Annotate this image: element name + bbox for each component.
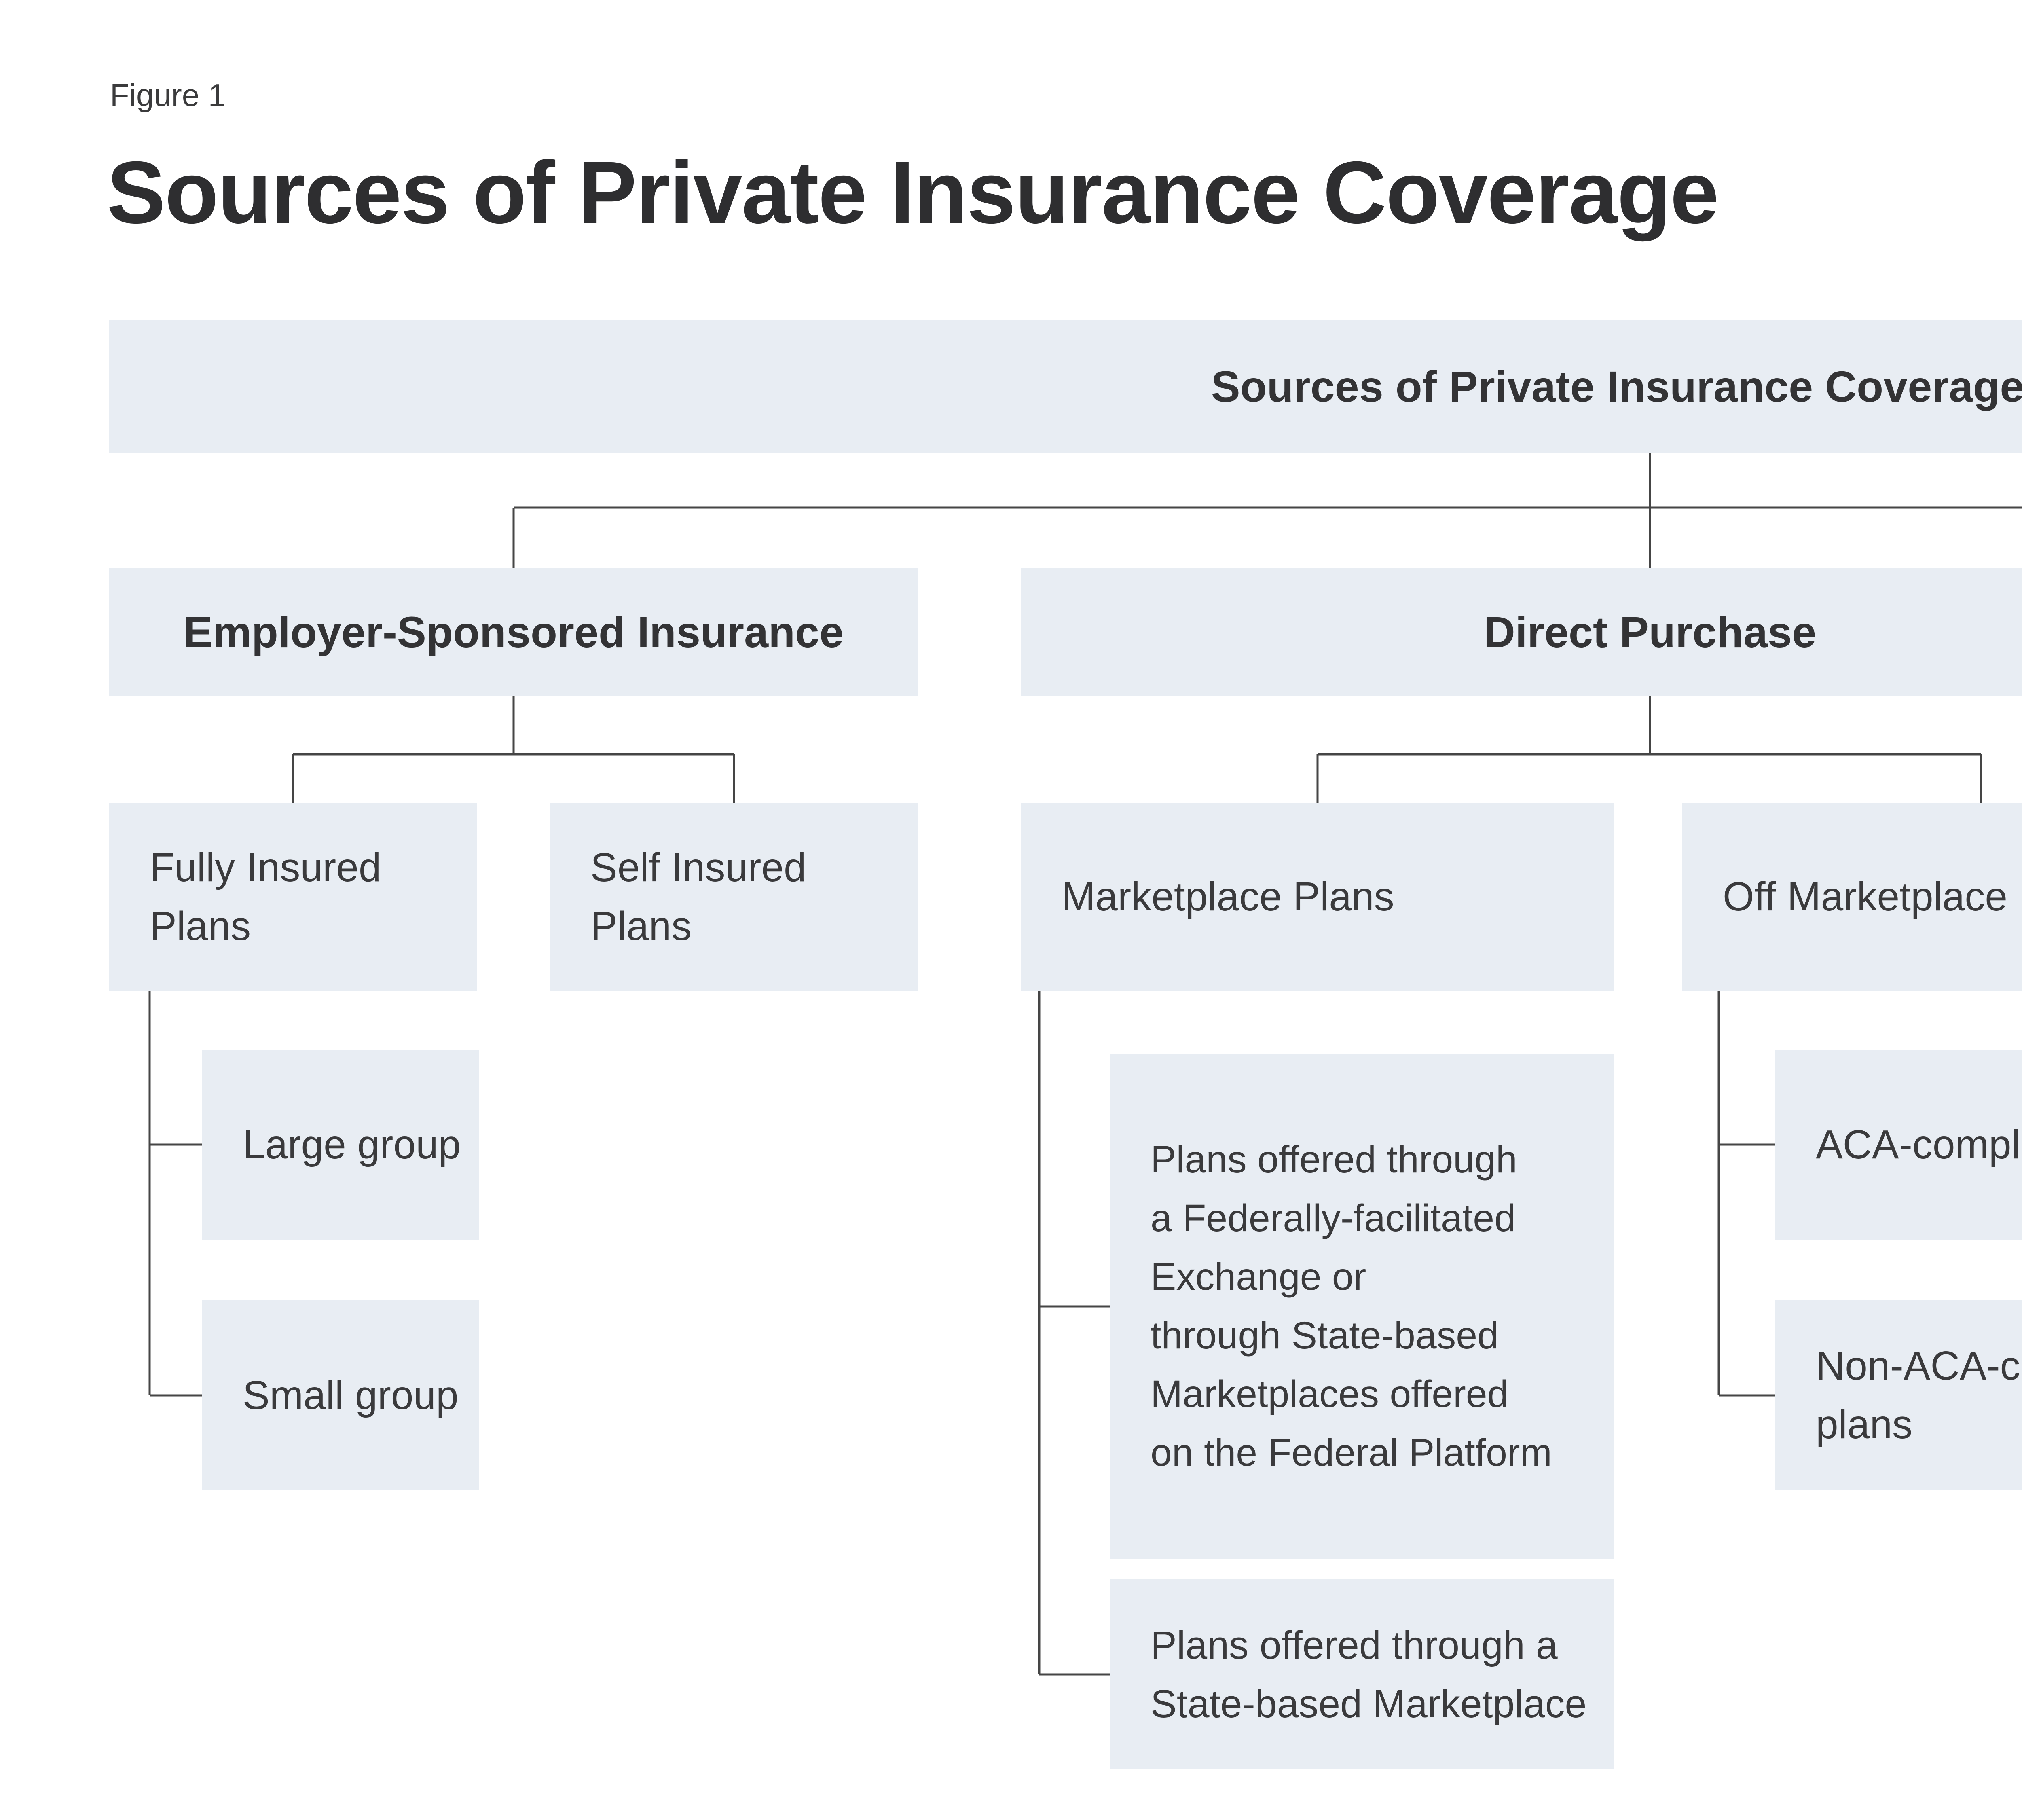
node-label-marketplace-plans: Marketplace Plans	[1062, 874, 1394, 919]
root-box-label: Sources of Private Insurance Coverage	[1211, 362, 2022, 411]
branch-box-direct-purchase: Direct Purchase	[1021, 568, 2022, 696]
root-box-sources-of-private-insurance: Sources of Private Insurance Coverage	[109, 320, 2022, 453]
node-label-non-aca-compliant-plans: Non-ACA-compliantplans	[1816, 1343, 2022, 1447]
node-label-large-group: Large group	[243, 1122, 461, 1167]
node-label-off-marketplace-plans: Off Marketplace Plans	[1723, 874, 2022, 919]
node-label-small-group: Small group	[243, 1372, 459, 1418]
figure-number-label: Figure 1	[110, 77, 226, 113]
node-box-large-group: Large group	[202, 1050, 479, 1240]
node-box-off-marketplace-plans: Off Marketplace Plans	[1682, 803, 2022, 991]
node-box-aca-compliant-plans: ACA-compliant plans	[1775, 1050, 2022, 1240]
branch-box-employer-sponsored-insurance: Employer-Sponsored Insurance	[109, 568, 918, 696]
node-box-marketplace-plans: Marketplace Plans	[1021, 803, 1614, 991]
page-title: Sources of Private Insurance Coverage	[107, 144, 1719, 242]
branch-label-esi: Employer-Sponsored Insurance	[183, 607, 844, 656]
node-box-small-group: Small group	[202, 1300, 479, 1490]
branch-label-direct-purchase: Direct Purchase	[1483, 607, 1817, 656]
node-box-non-aca-compliant-plans: Non-ACA-compliantplans	[1775, 1300, 2022, 1490]
node-label-aca-compliant-plans: ACA-compliant plans	[1816, 1122, 2022, 1167]
